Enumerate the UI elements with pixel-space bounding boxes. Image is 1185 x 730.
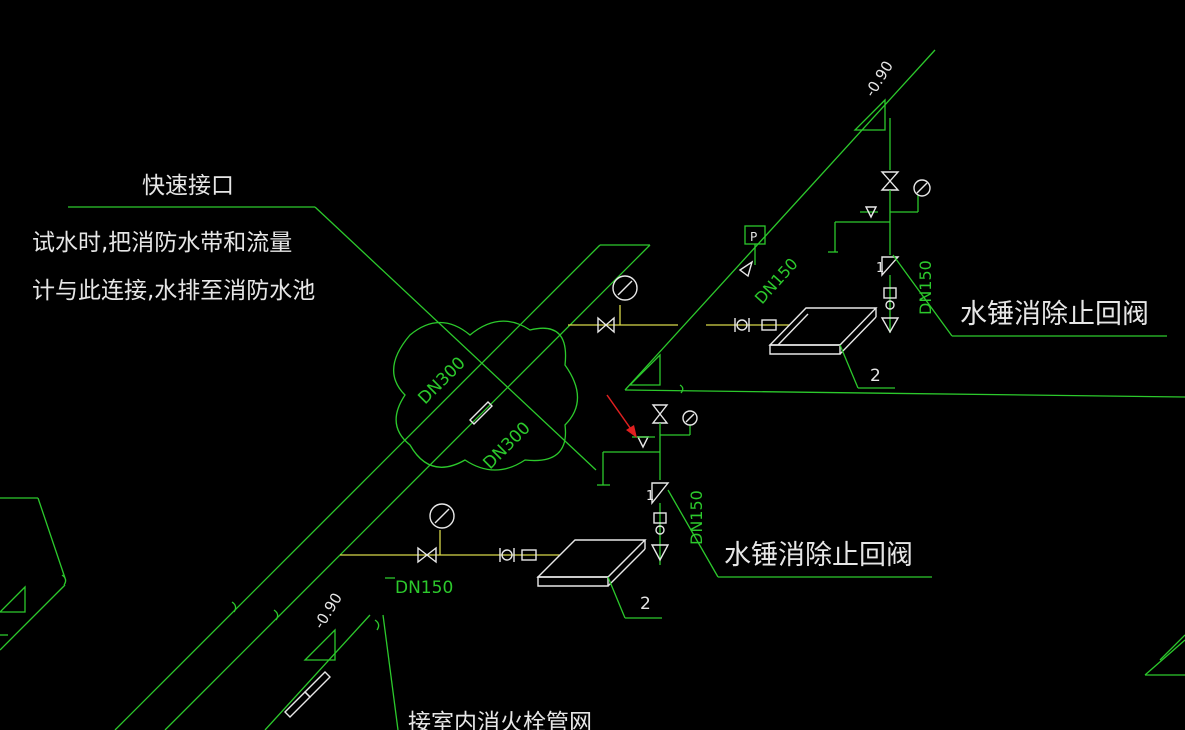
pressure-p-box [738,225,766,278]
upper-riser [828,118,931,334]
left-partial-drawing [0,497,67,651]
connect-indoor-hydrant-label: 接室内消火栓管网 [408,710,592,730]
quick-connector-title: 快速接口 [142,173,234,199]
lower-elevation-pipe [264,577,399,730]
pressure-gauge-icon [682,410,698,426]
pump-number-lower: 2 [640,594,651,614]
gate-valve-symbol [417,546,437,564]
right-partial-drawing [1144,634,1185,676]
relief-valve-symbol [636,436,650,449]
upper-pump-base [768,307,895,389]
flex-joint-symbol [469,401,493,425]
dn300-label-a: DN300 [414,353,469,408]
upper-diagonal-pipe [624,49,1185,398]
pressure-gauge-icon [429,503,455,529]
break-mark [231,601,237,613]
red-arrow-pointer [606,394,637,438]
elevation-marker-upper [853,98,886,131]
dn150-diag-label: DN150 [751,254,802,307]
pressure-gauge-icon [612,275,638,301]
gate-valve-symbol [880,171,900,191]
elevation-marker-mid [628,353,661,386]
note-line-1: 试水时,把消防水带和流量 [32,230,292,256]
check-valve-symbol [651,482,670,505]
revision-cloud [392,320,578,471]
elevation-label-lower: -0.90 [310,590,346,632]
dn300-label-b: DN300 [479,418,534,473]
valve-number-lower: 1 [646,489,654,504]
dn150-vert-label-upper: DN150 [916,260,935,315]
elevation-marker-lower [303,628,336,661]
pump-number-upper: 2 [870,366,881,386]
water-hammer-check-valve-label-lower: 水锤消除止回阀 [724,540,913,571]
pressure-p-label: P [750,230,757,244]
dn150-horiz-label: DN150 [395,578,453,598]
gate-valve-symbol [597,316,615,334]
elevation-label-upper: -0.90 [861,58,897,100]
upper-yellow-branch [568,275,790,334]
relief-valve-symbol [864,206,878,219]
pressure-gauge-icon [913,179,931,197]
lower-yellow-branch [340,503,560,564]
lower-pump-base [536,539,662,619]
break-mark [273,609,279,621]
check-valve-symbol [881,256,900,277]
valve-small-symbol [738,260,754,278]
main-dn300-pipe [114,244,651,730]
lower-riser [597,404,698,565]
dn150-vert-label-lower: DN150 [687,490,706,545]
leader-lines [68,206,1167,578]
valve-number-upper: 1 [876,261,884,276]
water-hammer-check-valve-label-upper: 水锤消除止回阀 [960,299,1149,330]
note-line-2: 计与此连接,水排至消防水池 [32,278,315,304]
gate-valve-symbol [651,404,669,424]
